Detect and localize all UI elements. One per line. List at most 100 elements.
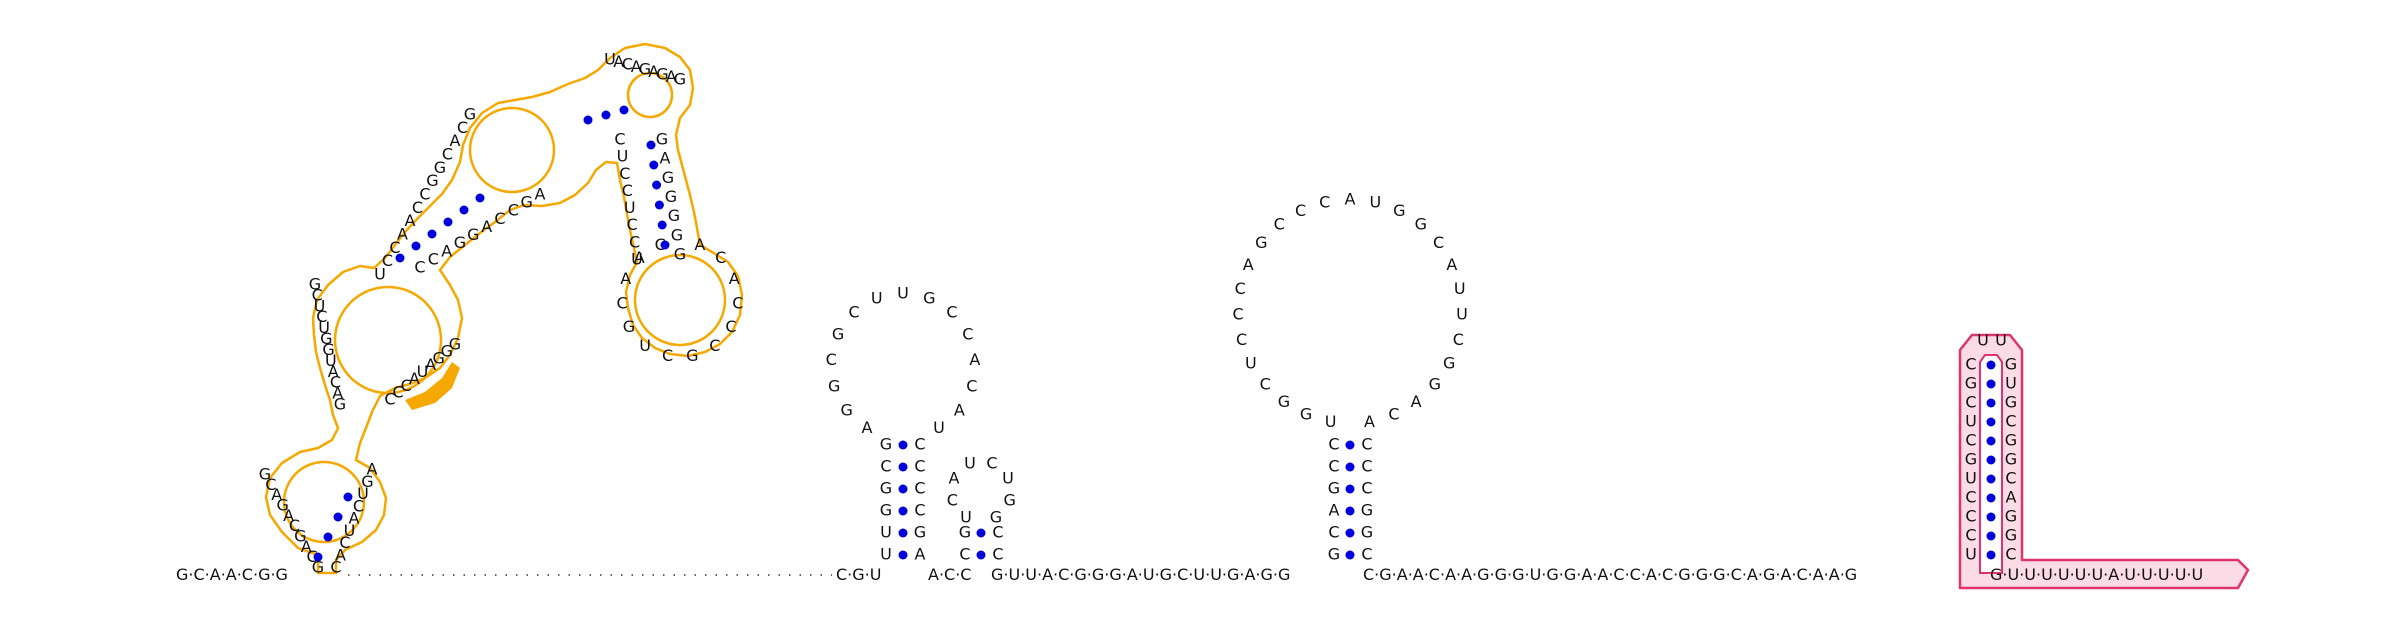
- hairpin-4-loop-base: C: [1274, 215, 1285, 234]
- hairpin-3-loop-base: G: [1003, 490, 1015, 509]
- base-pair-dot: [1345, 506, 1355, 516]
- region-1-base: G: [662, 168, 674, 187]
- base-pair-dot: [1345, 484, 1355, 494]
- base-pair-dot: [1986, 531, 1996, 541]
- hairpin-2-loop-base: C: [966, 377, 977, 396]
- region-1-base: C: [312, 285, 323, 304]
- base-pair-dot: [652, 180, 662, 190]
- highlight-circle-upper-loop: [468, 106, 556, 194]
- hairpin-5-stem-base: C: [1965, 526, 1976, 545]
- region-1-base: G: [361, 472, 373, 491]
- hairpin-4-stem-base: G: [1328, 545, 1340, 564]
- region-1-base: G: [433, 348, 445, 367]
- base-pair-dot: [443, 217, 453, 227]
- hairpin-4-stem-base: G: [1328, 479, 1340, 498]
- base-pair-dot: [654, 200, 664, 210]
- hairpin-2-loop-base: G: [828, 377, 840, 396]
- region-1-base: A: [283, 506, 294, 525]
- hairpin-2-stem-base: C: [914, 479, 925, 498]
- region-1-base: A: [271, 485, 282, 504]
- hairpin-5-stem-base: C: [1965, 355, 1976, 374]
- base-pair-dot: [1986, 417, 1996, 427]
- base-pair-dot: [976, 550, 986, 560]
- hairpin-3-stem-base: G: [959, 523, 971, 542]
- region-1-base: A: [409, 369, 420, 388]
- region-1-base: A: [367, 460, 378, 479]
- backbone-segment-3: G·U·U·A·C·G·G·G·A·U·G·C·U·U·G·A·G·G: [991, 565, 1290, 584]
- region-1-base: C: [494, 209, 505, 228]
- hairpin-5-stem-base: G: [2005, 393, 2017, 412]
- hairpin-2-stem-base: G: [880, 501, 892, 520]
- region-1-base: U: [357, 484, 369, 503]
- region-1-base: C: [655, 235, 666, 254]
- hairpin-5-stem-base: C: [2005, 545, 2016, 564]
- base-pair-dot: [898, 462, 908, 472]
- region-1-base: A: [397, 225, 408, 244]
- region-1-base: G: [520, 193, 532, 212]
- base-pair-dot: [601, 110, 611, 120]
- region-1-base: C: [412, 198, 423, 217]
- region-1-base: A: [620, 269, 631, 288]
- hairpin-3-loop-base: U: [1002, 468, 1014, 487]
- hairpin-4-loop-base: C: [1319, 192, 1330, 211]
- hairpin-4-stem-base: C: [1328, 523, 1339, 542]
- region-1-base: C: [389, 238, 400, 257]
- region-1-base: C: [265, 475, 276, 494]
- region-1-base: G: [312, 558, 324, 577]
- region-1-base: C: [709, 336, 720, 355]
- hairpin-4-loop-base: G: [1278, 392, 1290, 411]
- hairpin-4-loop-base: C: [1232, 305, 1243, 324]
- region-1-base: G: [322, 340, 334, 359]
- region-1-base: G: [639, 60, 651, 79]
- base-pair-dot: [313, 552, 323, 562]
- base-pair-dot: [1986, 398, 1996, 408]
- region-1-base: A: [660, 149, 671, 168]
- hairpin-3-loop-base: G: [990, 507, 1002, 526]
- highlight-circle-left-loop: [282, 460, 366, 544]
- hairpin-2-stem-base: G: [914, 523, 926, 542]
- hairpin-3-loop-base: A: [948, 468, 959, 487]
- region-1-base: G: [434, 158, 446, 177]
- region-1-base: C: [442, 145, 453, 164]
- base-pair-dot: [657, 220, 667, 230]
- region-1-base: A: [694, 235, 705, 254]
- hairpin-4-loop-base: C: [1433, 233, 1444, 252]
- region-1-base: U: [325, 351, 337, 370]
- region-1-base: G: [449, 335, 461, 354]
- region-1-base: U: [617, 147, 629, 166]
- hairpin-4-stem-base: G: [1361, 523, 1373, 542]
- hairpin-3-loop-base: U: [964, 454, 976, 473]
- hairpin-2-stem-base: C: [914, 435, 925, 454]
- base-pair-dot: [323, 532, 333, 542]
- hairpin-4-loop-base: G: [1443, 354, 1455, 373]
- hairpin-2-stem-base: C: [914, 501, 925, 520]
- region-1-base: G: [467, 225, 479, 244]
- region-1-base: C: [457, 118, 468, 137]
- region-1-base: A: [335, 545, 346, 564]
- region-1-base: G: [294, 527, 306, 546]
- region-1-base: C: [289, 516, 300, 535]
- base-pair-dot: [1345, 528, 1355, 538]
- region-1-base: A: [481, 217, 492, 236]
- hairpin-4-loop-base: G: [1429, 375, 1441, 394]
- backbone-prefix: G·C·A·A·C·G·G: [176, 565, 288, 584]
- hairpin-2-loop-base: C: [946, 303, 957, 322]
- base-pair-dot: [1986, 455, 1996, 465]
- region-1-base: G: [665, 187, 677, 206]
- region-1-base: A: [450, 131, 461, 150]
- hairpin-2-loop-base: U: [933, 418, 945, 437]
- hairpin-5-stem-base: U: [1965, 545, 1977, 564]
- hairpin-5-stem-base: G: [1965, 450, 1977, 469]
- region-1-base: C: [330, 558, 341, 577]
- hairpin-2-loop-base: C: [848, 303, 859, 322]
- hairpin-4-stem-base: C: [1328, 435, 1339, 454]
- highlight-filled-bases: [405, 362, 460, 410]
- region-1-base: C: [622, 181, 633, 200]
- hairpin-4-loop-base: A: [1243, 255, 1254, 274]
- region-1-base: A: [648, 62, 659, 81]
- hairpin-3-loop-base: C: [986, 454, 997, 473]
- hairpin-4-loop-base: C: [1236, 330, 1247, 349]
- region-1-base: A: [631, 57, 642, 76]
- hairpin-2-loop-base: G: [832, 324, 844, 343]
